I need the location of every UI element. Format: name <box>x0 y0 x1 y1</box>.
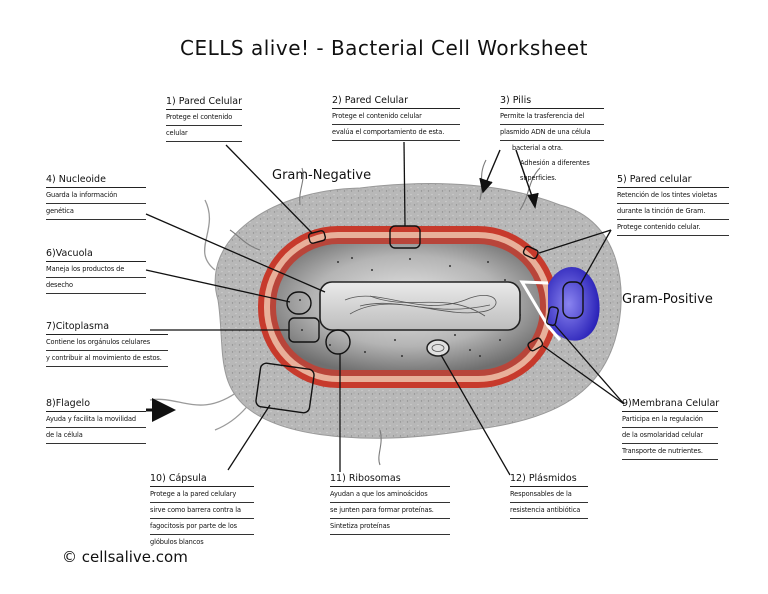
label-5-line-3: Protege contenido celular. <box>617 220 729 236</box>
label-11-line-2: se junten para formar proteínas. <box>330 503 450 519</box>
leader-lines <box>145 141 625 476</box>
nucleoid <box>319 281 521 331</box>
label-10-line-4: glóbulos blancos <box>150 538 204 546</box>
label-7-heading: 7)Citoplasma <box>46 321 168 335</box>
label-8-heading: 8)Flagelo <box>46 398 146 412</box>
label-10-line-2: sirve como barrera contra la <box>150 503 254 519</box>
label-6-line-1: Maneja los productos de <box>46 262 146 278</box>
label-9-heading: 9)Membrana Celular <box>622 398 719 412</box>
label-10-line-3: fagocitosis por parte de los <box>150 519 254 535</box>
label-12-line-2: resistencia antibiótica <box>510 503 588 519</box>
label-5-line-2: durante la tinción de Gram. <box>617 204 729 220</box>
label-9-line-2: de la osmolaridad celular <box>622 428 718 444</box>
label-10-line-1: Protege a la pared celulary <box>150 487 254 503</box>
gram-negative-label: Gram-Negative <box>272 168 372 183</box>
label-7-citoplasma: 7)Citoplasma Contiene los orgánulos celu… <box>46 321 168 367</box>
label-5-heading: 5) Pared celular <box>617 174 729 188</box>
label-9-line-3: Transporte de nutrientes. <box>622 444 718 460</box>
label-5-pared-celular: 5) Pared celular Retención de los tintes… <box>617 174 729 236</box>
label-4-heading: 4) Nucleoide <box>46 174 146 188</box>
label-1-line-1: Protege el contenido <box>166 110 242 126</box>
dna-strands <box>344 295 497 317</box>
label-6-vacuola: 6)Vacuola Maneja los productos de desech… <box>46 248 146 294</box>
gram-positive-wall <box>548 266 600 341</box>
label-6-line-2: desecho <box>46 278 146 294</box>
label-3-line-5: superficies. <box>520 174 557 182</box>
label-11-line-1: Ayudan a que los aminoácidos <box>330 487 450 503</box>
pili-pointer-arrows <box>479 149 539 209</box>
label-3-line-1: Permite la trasferencia del <box>500 109 604 125</box>
label-11-heading: 11) Ribosomas <box>330 473 450 487</box>
copyright-text: © cellsalive.com <box>62 548 188 566</box>
label-5-line-1: Retención de los tintes violetas <box>617 188 729 204</box>
label-12-plasmidos: 12) Plásmidos Responsables de la resiste… <box>510 473 588 519</box>
gram-positive-wedge-outline <box>519 280 562 341</box>
label-4-nucleoide: 4) Nucleoide Guarda la información genét… <box>46 174 146 220</box>
label-3-pilis: 3) Pilis Permite la trasferencia del pla… <box>500 95 604 186</box>
label-3-line-2: plasmido ADN de una célula <box>500 125 604 141</box>
label-9-membrana-celular: 9)Membrana Celular Participa en la regul… <box>622 398 719 460</box>
gram-positive-label: Gram-Positive <box>622 292 713 307</box>
label-2-heading: 2) Pared Celular <box>332 95 460 109</box>
label-8-flagelo: 8)Flagelo Ayuda y facilita la movilidad … <box>46 398 146 444</box>
label-3-heading: 3) Pilis <box>500 95 604 109</box>
label-2-line-2: evalúa el comportamiento de esta. <box>332 125 460 141</box>
label-9-line-1: Participa en la regulación <box>622 412 718 428</box>
label-3-line-3: bacterial a otra. <box>512 144 563 152</box>
label-11-line-3: Sintetiza proteínas <box>330 519 450 535</box>
label-11-ribosomas: 11) Ribosomas Ayudan a que los aminoácid… <box>330 473 450 535</box>
label-10-capsula: 10) Cápsula Protege a la pared celulary … <box>150 473 254 550</box>
label-8-line-2: de la célula <box>46 428 146 444</box>
label-8-line-1: Ayuda y facilita la movilidad <box>46 412 146 428</box>
label-1-heading: 1) Pared Celular <box>166 96 242 110</box>
label-1-line-2: celular <box>166 126 242 142</box>
label-4-line-2: genética <box>46 204 146 220</box>
label-2-pared-celular: 2) Pared Celular Protege el contenido ce… <box>332 95 460 141</box>
plasmid <box>426 339 450 357</box>
label-7-line-2: y contribuir al movimiento de estos. <box>46 351 168 367</box>
label-2-line-1: Protege el contenido celular <box>332 109 460 125</box>
label-12-heading: 12) Plásmidos <box>510 473 588 487</box>
label-12-line-1: Responsables de la <box>510 487 588 503</box>
label-10-heading: 10) Cápsula <box>150 473 254 487</box>
page-title: CELLS alive! - Bacterial Cell Worksheet <box>180 36 588 60</box>
label-6-heading: 6)Vacuola <box>46 248 146 262</box>
label-1-pared-celular: 1) Pared Celular Protege el contenido ce… <box>166 96 242 142</box>
label-7-line-1: Contiene los orgánulos celulares <box>46 335 168 351</box>
label-3-line-4: Adhesión a diferentes <box>520 159 590 167</box>
label-4-line-1: Guarda la información <box>46 188 146 204</box>
